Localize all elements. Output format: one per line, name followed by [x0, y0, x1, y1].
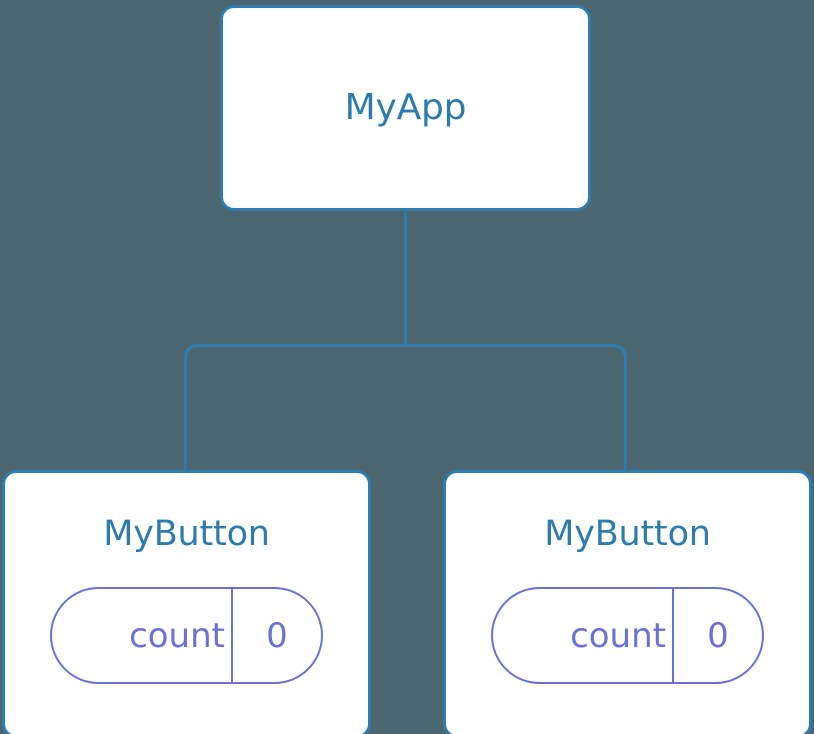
prop-value: 0 — [707, 615, 729, 656]
prop-value: 0 — [266, 615, 288, 656]
tree-node-child-2[interactable]: MyButton count 0 — [443, 470, 812, 734]
node-title: MyApp — [344, 87, 467, 128]
node-title: MyButton — [103, 514, 270, 554]
tree-node-child-1[interactable]: MyButton count 0 — [2, 470, 371, 734]
connector-branch-right — [405, 344, 627, 472]
prop-key: count — [570, 615, 666, 656]
prop-divider — [672, 589, 674, 682]
prop-pill[interactable]: count 0 — [491, 587, 764, 684]
connector-branch-left — [184, 344, 406, 472]
prop-pill[interactable]: count 0 — [50, 587, 323, 684]
node-title: MyButton — [544, 514, 711, 554]
prop-key: count — [129, 615, 225, 656]
prop-divider — [231, 589, 233, 682]
tree-node-root[interactable]: MyApp — [220, 5, 591, 211]
